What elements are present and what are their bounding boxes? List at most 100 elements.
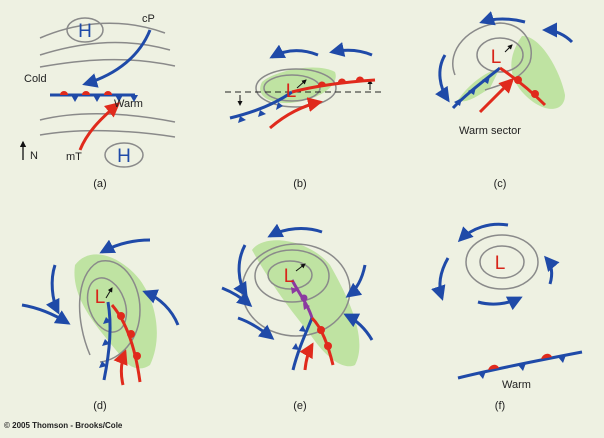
low-motion-arrow xyxy=(296,79,307,89)
panel-d: L (d) xyxy=(21,238,180,412)
north-label: N xyxy=(30,150,38,162)
panel-c: L Warm sector (c) xyxy=(435,11,574,190)
cold-front-symbol xyxy=(93,95,101,102)
cold-air-arrow xyxy=(477,296,523,311)
cold-front-symbol xyxy=(115,95,123,102)
cold-air-arrow xyxy=(343,313,374,341)
cold-air-arrow xyxy=(267,223,323,238)
cold-air-arrow xyxy=(99,238,151,254)
warm-sector-shading xyxy=(511,35,565,109)
cold-air-arrow xyxy=(329,42,373,57)
cold-air-arrow xyxy=(544,255,560,285)
cold-air-arrow xyxy=(82,29,152,88)
isobar xyxy=(479,245,525,279)
cold-air-arrow xyxy=(431,257,450,301)
warm-label: Warm xyxy=(502,379,531,391)
cold-air-arrow xyxy=(345,264,367,298)
warm-air-arrow xyxy=(78,102,121,151)
cold-front-symbol xyxy=(478,371,486,379)
cold-air-arrow xyxy=(479,11,526,26)
high-label: H xyxy=(78,21,92,42)
cold-air-arrow xyxy=(237,316,275,340)
copyright-notice: © 2005 Thomson - Brooks/Cole xyxy=(4,421,123,430)
cold-front-symbol xyxy=(558,355,566,363)
isobar xyxy=(39,129,176,138)
cold-air-arrow xyxy=(269,44,319,59)
cold-label: Cold xyxy=(24,73,47,85)
low-label: L xyxy=(95,287,106,308)
cold-air-arrow xyxy=(45,264,60,315)
isobar xyxy=(78,260,141,363)
warm-front xyxy=(310,316,335,366)
panel-f: L Warm (f) xyxy=(431,222,583,412)
low-motion-arrow xyxy=(295,263,306,272)
warm-front-symbol xyxy=(60,91,68,95)
panel-b: L (b) xyxy=(225,42,385,190)
cold-air-arrow xyxy=(457,222,509,243)
warm-front-symbol xyxy=(82,91,90,95)
isobar xyxy=(267,260,313,290)
warm-air-arrow xyxy=(478,77,515,114)
isobar xyxy=(476,37,524,73)
cold-air-arrow xyxy=(435,54,450,103)
cold-front-symbol xyxy=(238,116,246,123)
cold-front-symbol xyxy=(71,95,79,102)
cold-front-symbol xyxy=(299,325,306,332)
low-motion-arrow xyxy=(504,44,513,53)
warm-front-symbol xyxy=(317,81,326,86)
warm-air-arrow xyxy=(113,349,128,386)
occluded-front-symbol xyxy=(303,303,310,310)
low-label: L xyxy=(286,81,297,102)
high-pressure-isobar xyxy=(104,142,144,168)
cold-front-symbol xyxy=(102,339,110,346)
mt-label: mT xyxy=(66,151,82,163)
warm-front-symbol xyxy=(317,326,325,334)
warm-front-symbol xyxy=(355,76,364,81)
warm-front-symbol xyxy=(541,353,552,359)
cold-air-arrow xyxy=(221,286,253,307)
isobar xyxy=(263,74,321,102)
cold-air-arrow xyxy=(142,289,180,326)
warm-label: Warm xyxy=(114,98,143,110)
cp-label: cP xyxy=(142,13,155,25)
cold-front-symbol xyxy=(103,317,111,324)
high-label: H xyxy=(117,146,131,167)
panel-e-caption: (e) xyxy=(293,400,306,412)
cold-front-symbol xyxy=(518,363,526,371)
isobar xyxy=(255,68,337,108)
low-motion-arrow xyxy=(105,287,113,299)
warm-front-symbol xyxy=(117,312,125,320)
panel-a-caption: (a) xyxy=(93,178,106,190)
warm-front-symbol xyxy=(133,352,141,360)
cold-air-arrow xyxy=(21,303,71,325)
warm-front-symbol xyxy=(531,90,539,98)
panel-f-caption: (f) xyxy=(495,400,505,412)
isobar xyxy=(39,22,166,39)
warm-front xyxy=(499,66,547,107)
cold-front-symbol xyxy=(258,110,266,117)
warm-air-arrow xyxy=(269,97,323,130)
cold-front-symbol xyxy=(468,87,476,95)
isobar xyxy=(86,277,128,333)
warm-front-symbol xyxy=(337,78,346,83)
cold-front-symbol xyxy=(130,95,138,102)
warm-front-symbol xyxy=(104,91,112,95)
warm-front-symbol xyxy=(488,364,499,370)
low-label: L xyxy=(284,266,295,287)
panel-a: H H Cold Warm cP mT N (a) xyxy=(19,13,176,190)
occluded-front-symbol xyxy=(300,294,308,302)
panel-c-caption: (c) xyxy=(494,178,507,190)
cold-air-arrow xyxy=(233,244,248,298)
panel-e: L (e) xyxy=(221,223,374,412)
cold-air-arrow xyxy=(542,22,574,44)
warm-front-symbol xyxy=(324,342,332,350)
cold-front-symbol xyxy=(276,102,283,110)
cold-front-symbol xyxy=(454,98,462,106)
warm-front-symbol xyxy=(514,76,522,84)
panel-b-caption: (b) xyxy=(293,178,306,190)
cold-front xyxy=(102,301,112,381)
cold-front-symbol xyxy=(292,343,299,350)
isobar xyxy=(254,249,330,303)
